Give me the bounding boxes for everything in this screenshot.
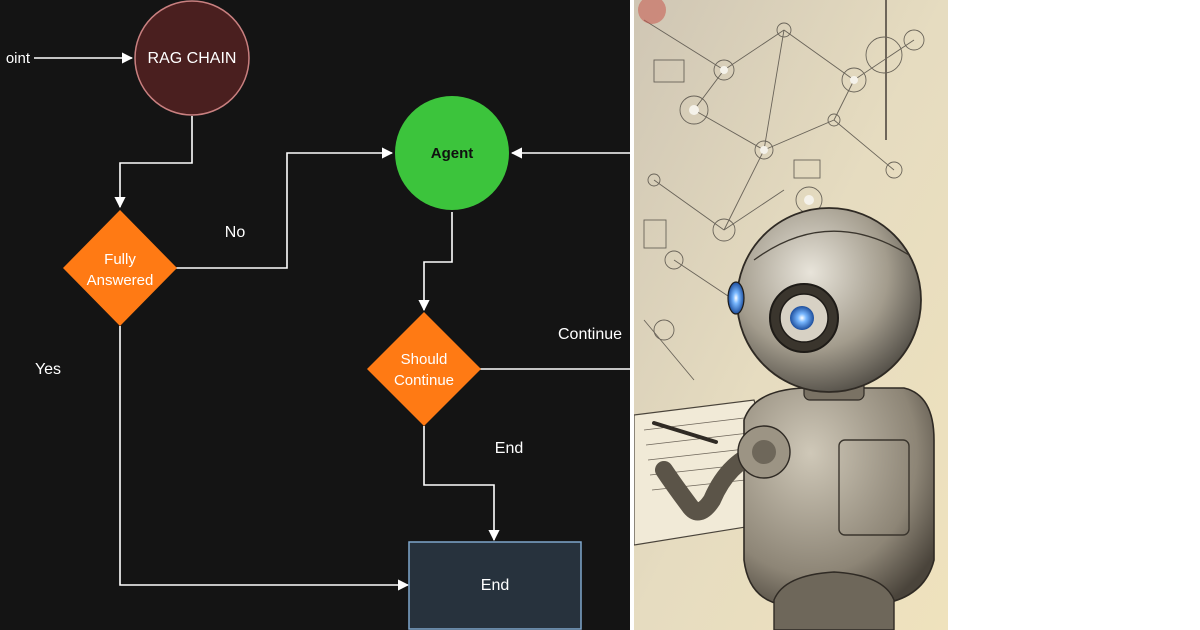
edge-no [176, 147, 394, 269]
rag-chain-label: RAG CHAIN [148, 50, 237, 67]
entry-point-label: oint [6, 50, 31, 67]
edge-yes [119, 326, 410, 591]
robot-illustration [634, 0, 948, 630]
blank-area [948, 0, 1200, 630]
robot-chest-panel [838, 439, 910, 536]
network-sketch [643, 19, 925, 451]
network-nodes [689, 66, 858, 205]
pen [652, 421, 718, 444]
rag-chain-node [134, 0, 250, 116]
agent-node [395, 96, 509, 210]
edge-agent-to-should-continue [418, 212, 453, 312]
robot-shoulder-joint [752, 440, 776, 464]
end-node [408, 541, 582, 630]
fully-answered-node [63, 210, 177, 326]
flowchart-diagram: oint RAG CHAIN Fully Answered Agent Shou… [6, 0, 630, 630]
edges [34, 52, 630, 591]
robot-side-light [727, 281, 745, 315]
should-continue-label-line1: Should [401, 351, 448, 368]
robot-base [773, 571, 895, 630]
agent-label: Agent [431, 145, 474, 162]
end-node-label: End [481, 577, 509, 594]
edge-end [423, 426, 500, 542]
robot-eye [790, 306, 814, 330]
fully-answered-label-line2: Answered [87, 272, 154, 289]
edge-no-label: No [225, 224, 246, 241]
should-continue-label-line2: Continue [394, 372, 454, 389]
edge-rag-to-fully-answered [114, 116, 193, 209]
edge-continue-label: Continue [558, 326, 622, 343]
flowchart-panel: oint RAG CHAIN Fully Answered Agent Shou… [0, 0, 630, 630]
robot-arm [655, 441, 773, 521]
fully-answered-label-line1: Fully [104, 251, 136, 268]
paper-lines [643, 417, 765, 491]
accent-circle [638, 0, 666, 24]
robot-head-seam [753, 230, 910, 261]
should-continue-node [367, 312, 481, 426]
edge-end-label: End [495, 440, 523, 457]
edge-yes-label: Yes [35, 361, 61, 378]
robot-illustration-image [634, 0, 948, 630]
